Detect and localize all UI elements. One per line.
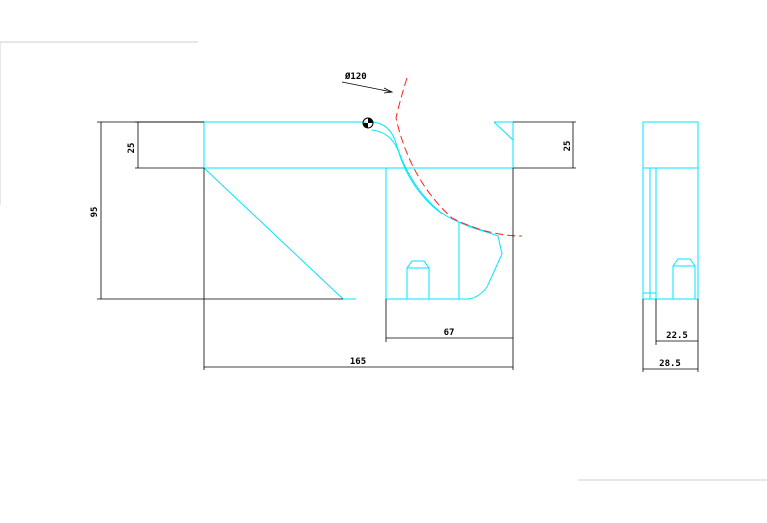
side-dimensions: 22.5 28.5 <box>642 299 699 372</box>
side-inner-width-label: 22.5 <box>666 331 688 341</box>
center-mark-icon <box>362 117 374 129</box>
diameter-label: Ø120 <box>344 71 367 82</box>
overall-height-label: 95 <box>90 207 100 218</box>
side-overall-width-label: 28.5 <box>659 359 681 369</box>
inner-width-label: 67 <box>444 328 455 338</box>
center-arc <box>395 77 523 237</box>
top-height-left-label: 25 <box>127 143 137 154</box>
sheet-border <box>0 41 767 481</box>
front-dimensions: Ø120 25 95 25 67 165 <box>90 71 576 370</box>
overall-width-label: 165 <box>350 357 366 367</box>
side-view-outline <box>642 121 699 300</box>
front-view-outline <box>203 121 514 300</box>
top-height-right-label: 25 <box>563 141 573 152</box>
